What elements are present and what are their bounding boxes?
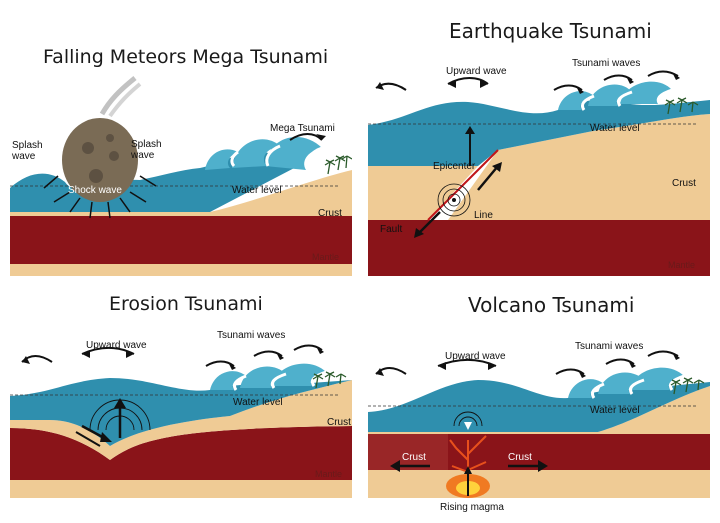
fault-label: Fault [380, 224, 403, 235]
wave-crest-2 [598, 372, 644, 394]
mantle-bottom-sand [10, 264, 352, 276]
shock-wave-arrows [53, 191, 147, 219]
earthquake-diagram [368, 70, 710, 276]
tsunami-arrow-1-icon [205, 360, 235, 367]
tsunami-arrow-1-icon [555, 368, 585, 375]
crust-label: Crust [318, 208, 342, 219]
wave-crest-2 [240, 366, 286, 388]
meteor-icon [62, 118, 138, 202]
crust-label: Crust [672, 178, 696, 189]
crust-layer [368, 166, 478, 220]
volcano-diagram [368, 350, 710, 498]
mantle-layer [10, 426, 352, 480]
wave-crest-3 [272, 363, 326, 386]
erosion-diagram [10, 344, 352, 498]
wave-crest-1 [205, 149, 238, 170]
line-label: Line [474, 210, 493, 221]
mantle-label: Mantle [315, 469, 343, 479]
palm-trees-icon [670, 377, 705, 395]
wave-crest-2 [588, 84, 632, 106]
meteor-trail-icon [99, 76, 137, 116]
crust-layer [10, 170, 352, 216]
crust-layer [10, 380, 352, 460]
fault-down-arrow-icon [417, 211, 441, 235]
water-level-label: Water level [590, 123, 640, 134]
water-level-label: Water level [232, 185, 282, 196]
erosion-panel-title: Erosion Tsunami [109, 293, 263, 315]
splash-wave-right-label: Splash wave [131, 139, 162, 161]
eruption-rings-icon [453, 411, 483, 427]
wave-crest-3 [620, 81, 672, 104]
fault-line [427, 149, 499, 221]
tsunami-waves-label: Tsunami waves [572, 58, 641, 69]
wave-crest-1 [568, 379, 604, 398]
fault-up-arrow-icon [477, 165, 499, 191]
mega-tsunami-label: Mega Tsunami [270, 123, 335, 134]
crust-right-label: Crust [508, 452, 532, 463]
tsunami-waves-label: Tsunami waves [575, 341, 644, 352]
palm-trees-icon [312, 371, 347, 389]
splash-wave-left-label: Splash wave [12, 140, 43, 162]
wave-crest-1 [558, 91, 594, 110]
upward-wave-label: Upward wave [446, 66, 507, 77]
mantle-bottom-sand [10, 480, 352, 498]
tsunami-arrow-2-icon [605, 358, 635, 365]
mantle-bottom-sand [368, 470, 710, 498]
meteor-diagram [10, 76, 352, 276]
crust-layer [368, 386, 710, 434]
tsunami-arrow-2-icon [603, 74, 633, 81]
wave-crest-3 [630, 367, 684, 390]
palm-trees-icon [664, 97, 699, 115]
wave-crest-1 [210, 371, 246, 390]
rising-magma-label: Rising magma [440, 502, 504, 513]
mantle-layer [10, 216, 352, 264]
earthquake-panel-title: Earthquake Tsunami [449, 19, 652, 43]
upward-wave-label: Upward wave [86, 340, 147, 351]
epicenter-label: Epicenter [433, 161, 476, 172]
mantle-label: Mantle [668, 260, 696, 270]
splash-arrow-left-icon [43, 175, 59, 189]
mantle-layer [368, 220, 710, 276]
crust-left-label: Crust [402, 452, 426, 463]
splash-arrow-right-icon [139, 175, 157, 187]
meteor-panel-title: Falling Meteors Mega Tsunami [43, 46, 329, 68]
tsunami-arrow-2-icon [253, 350, 283, 357]
wave-crest-2 [232, 139, 280, 168]
crust-label: Crust [327, 417, 351, 428]
upward-wave-label: Upward wave [445, 351, 506, 362]
water-level-label: Water level [590, 405, 640, 416]
tsunami-arrow-1-icon [553, 84, 583, 91]
tsunami-arrow-3-icon [293, 344, 323, 351]
volcano-panel-title: Volcano Tsunami [468, 293, 635, 317]
shock-wave-label: Shock wave [68, 185, 122, 196]
epicenter-rings-icon [437, 183, 471, 217]
water-body [368, 100, 710, 166]
water-level-label: Water level [233, 397, 283, 408]
palm-trees-icon [324, 155, 352, 175]
mega-tsunami-arrow-icon [289, 133, 323, 141]
mantle-label: Mantle [312, 252, 340, 262]
tsunami-waves-label: Tsunami waves [217, 330, 286, 341]
